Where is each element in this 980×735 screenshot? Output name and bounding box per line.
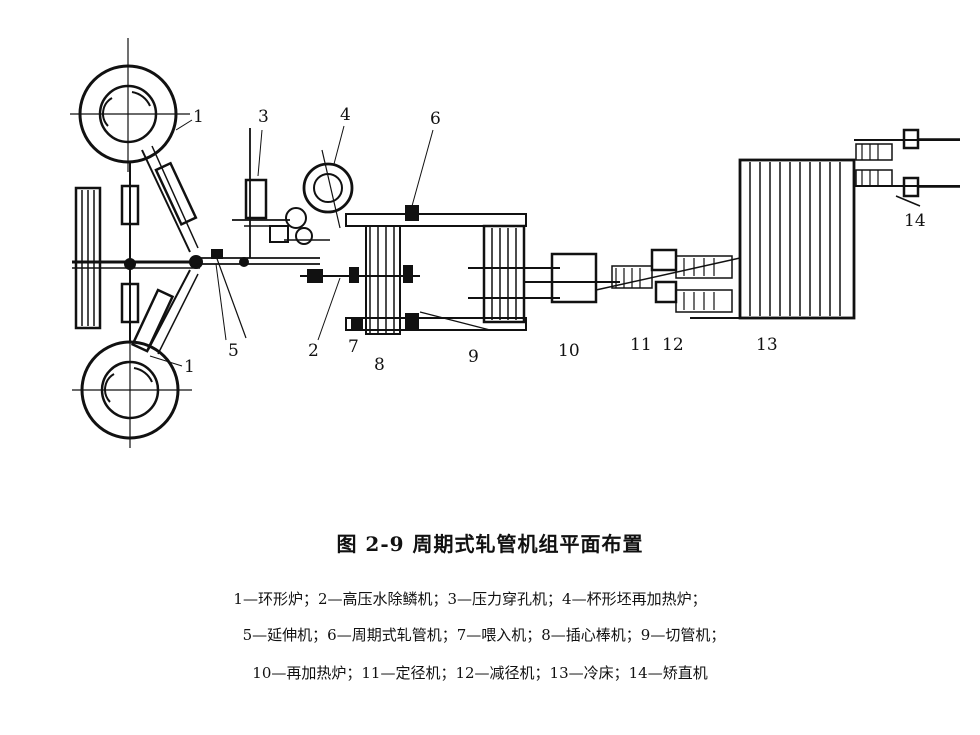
mill-layout-diagram: 1 1 3 4 6 5 2 7 8 9 10 11 12 13 14 [70, 38, 960, 448]
label-1-bottom: 1 [184, 357, 195, 377]
cup-reheating-furnace [284, 149, 354, 245]
pilger-mill [419, 224, 560, 331]
label-14: 14 [904, 211, 926, 231]
reheating-furnace [524, 252, 741, 304]
label-10: 10 [558, 341, 580, 361]
diagonal-conveyor-lower [130, 269, 199, 355]
label-5: 5 [228, 341, 239, 361]
left-roller-table [72, 186, 200, 330]
pressure-piercer [232, 128, 290, 258]
legend-line-2: 5—延伸机；6—周期式轧管机；7—喂入机；8—插心棒机；9—切管机； [242, 626, 726, 644]
cooling-bed [690, 158, 856, 320]
sizing-reducing-mills [611, 248, 733, 313]
label-8: 8 [374, 355, 385, 375]
figure-title: 图 2-9 周期式轧管机组平面布置 [336, 532, 644, 556]
label-3: 3 [258, 107, 269, 127]
label-11: 11 [630, 335, 652, 355]
legend-line-3: 10—再加热炉；11—定径机；12—减径机；13—冷床；14—矫直机 [252, 664, 708, 682]
main-transfer-line [196, 249, 320, 339]
label-1-top: 1 [193, 107, 204, 127]
label-6: 6 [430, 109, 441, 129]
legend-line-1: 1—环形炉；2—高压水除鳞机；3—压力穿孔机；4—杯形坯再加热炉； [233, 590, 707, 608]
label-2: 2 [308, 341, 319, 361]
diagonal-conveyor-upper [141, 145, 199, 253]
label-9: 9 [468, 347, 479, 367]
elongator-block [345, 205, 527, 335]
label-7: 7 [348, 337, 359, 357]
label-4: 4 [340, 105, 351, 125]
ring-furnace-top [70, 38, 190, 172]
leader-lines [149, 119, 434, 367]
straighteners [854, 128, 960, 207]
hub-node [189, 255, 203, 269]
label-13: 13 [756, 335, 778, 355]
label-12: 12 [662, 335, 684, 355]
vertical-transfer [120, 162, 140, 342]
ring-furnace-bottom [72, 330, 192, 448]
descaler [300, 265, 420, 283]
